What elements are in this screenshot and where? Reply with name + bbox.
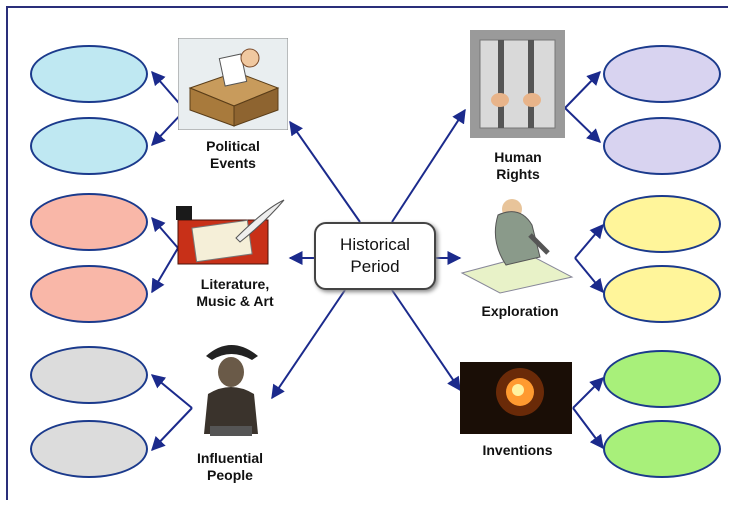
arrow-oval-r1 bbox=[564, 70, 601, 109]
arrow-oval-r6 bbox=[572, 407, 604, 450]
ballot-box-icon bbox=[178, 38, 288, 130]
arrow-oval-r5 bbox=[572, 377, 604, 409]
label-political-line1: Political bbox=[206, 138, 260, 154]
explorer-map-icon bbox=[460, 199, 574, 294]
center-line-1: Historical bbox=[340, 235, 410, 254]
arrow-influential bbox=[271, 289, 346, 400]
oval-exploration-1[interactable] bbox=[603, 195, 721, 253]
label-rights-line1: Human bbox=[494, 149, 542, 165]
arrow-rights bbox=[391, 108, 466, 223]
arrow-oval-l4 bbox=[151, 247, 179, 294]
arrow-inventions bbox=[391, 289, 461, 392]
oval-influential-1[interactable] bbox=[30, 346, 148, 404]
arrow-oval-r4 bbox=[574, 257, 604, 294]
label-literature-line1: Literature, bbox=[200, 276, 270, 292]
napoleon-bust-icon bbox=[204, 345, 258, 436]
label-political-line2: Events bbox=[210, 155, 256, 171]
lightbulb-icon bbox=[460, 362, 572, 434]
oval-inventions-2[interactable] bbox=[603, 420, 721, 478]
center-line-2: Period bbox=[350, 257, 400, 276]
arrow-oval-l3 bbox=[151, 216, 179, 249]
label-rights-line2: Rights bbox=[496, 166, 540, 182]
label-influential: Influential People bbox=[180, 450, 280, 484]
arrow-oval-r2 bbox=[564, 107, 602, 143]
jail-bars-icon bbox=[470, 30, 565, 138]
oval-rights-2[interactable] bbox=[603, 117, 721, 175]
diagram-frame bbox=[6, 6, 728, 500]
arrow-oval-l6 bbox=[151, 407, 193, 452]
quill-paper-icon bbox=[176, 199, 285, 265]
label-influential-line1: Influential bbox=[196, 450, 264, 466]
label-exploration: Exploration bbox=[465, 303, 575, 320]
oval-literature-1[interactable] bbox=[30, 193, 148, 251]
label-literature: Literature, Music & Art bbox=[180, 276, 290, 310]
oval-political-1[interactable] bbox=[30, 45, 148, 103]
oval-inventions-1[interactable] bbox=[603, 350, 721, 408]
label-inventions-line1: Inventions bbox=[482, 442, 553, 458]
oval-exploration-2[interactable] bbox=[603, 265, 721, 323]
label-inventions: Inventions bbox=[465, 442, 570, 459]
arrow-oval-r3 bbox=[574, 223, 604, 259]
label-influential-line2: People bbox=[207, 467, 253, 483]
oval-influential-2[interactable] bbox=[30, 420, 148, 478]
arrow-political bbox=[289, 120, 361, 223]
oval-political-2[interactable] bbox=[30, 117, 148, 175]
label-rights: Human Rights bbox=[468, 149, 568, 183]
label-exploration-line1: Exploration bbox=[481, 303, 559, 319]
oval-rights-1[interactable] bbox=[603, 45, 721, 103]
label-literature-line2: Music & Art bbox=[196, 293, 274, 309]
center-topic-box[interactable]: Historical Period bbox=[314, 222, 436, 290]
label-political: Political Events bbox=[183, 138, 283, 172]
arrow-oval-l5 bbox=[150, 374, 193, 409]
oval-literature-2[interactable] bbox=[30, 265, 148, 323]
